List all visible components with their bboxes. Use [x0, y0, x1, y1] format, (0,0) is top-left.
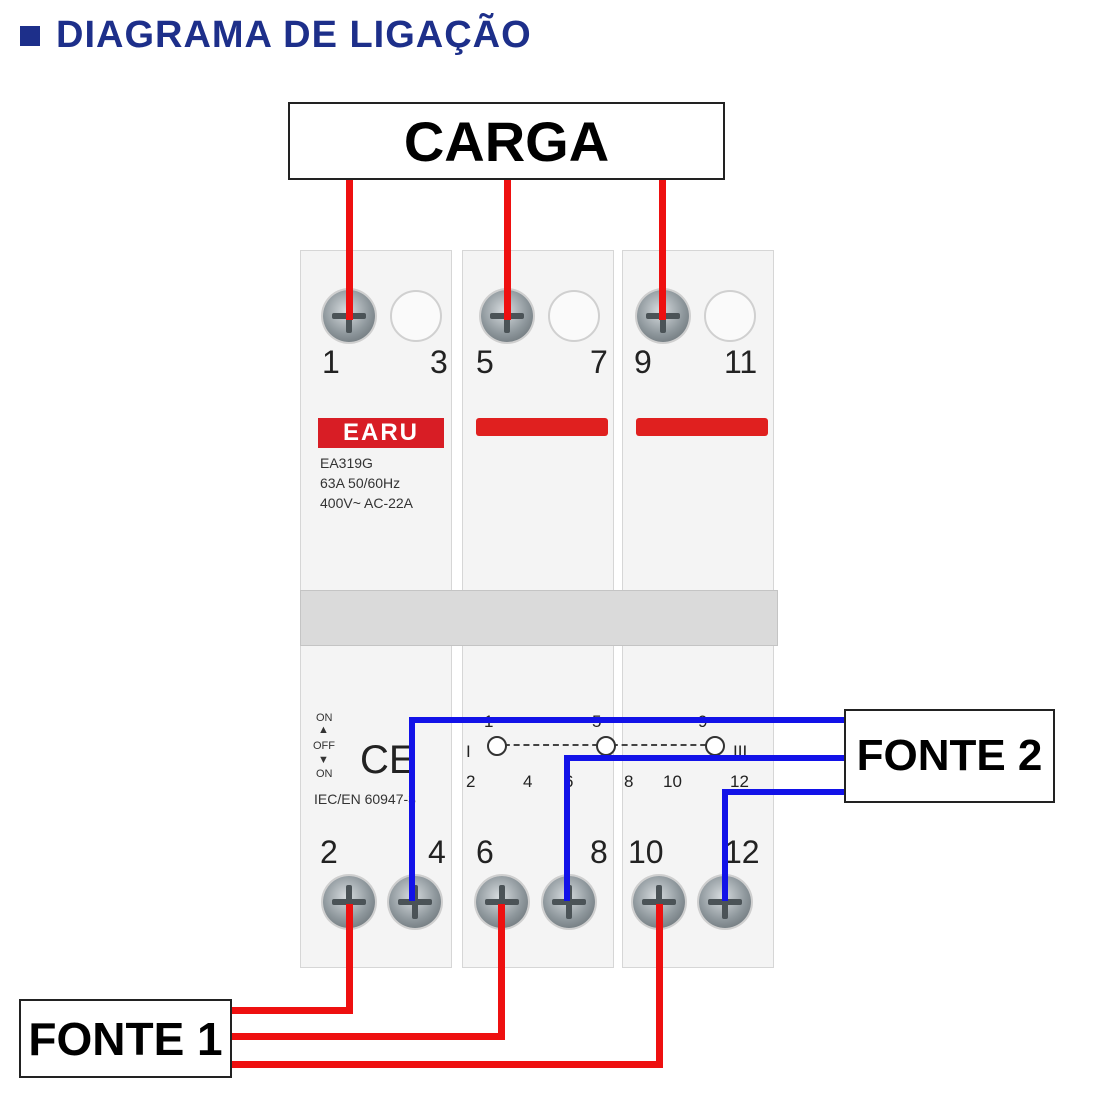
terminal-label-12: 12	[724, 834, 760, 870]
terminal-label-7: 7	[590, 344, 608, 380]
terminal-label-3: 3	[430, 344, 448, 380]
source1-wire-10-vertical	[656, 904, 663, 1068]
schematic-mark-8: 8	[624, 772, 634, 791]
schematic-contact-2	[596, 736, 616, 756]
schematic-mark-10: 10	[663, 772, 682, 791]
rating-text: 63A 50/60Hz	[320, 475, 401, 491]
terminal-hole-7	[548, 290, 600, 342]
off-label: OFF	[313, 740, 335, 752]
load-wire-5	[504, 180, 511, 320]
terminal-label-4: 4	[428, 834, 446, 870]
schematic-mark-4: 4	[523, 772, 533, 791]
page-title: DIAGRAMA DE LIGAÇÃO	[56, 14, 532, 56]
terminal-hole-11	[704, 290, 756, 342]
terminal-label-11: 11	[724, 344, 758, 380]
terminal-label-10: 10	[628, 834, 664, 870]
source1-wire-2-vertical	[346, 904, 353, 1014]
pole-3-red-bar	[636, 418, 768, 436]
brand-logo: EARU	[318, 418, 444, 448]
source2-wire-8-horizontal	[564, 755, 844, 761]
arrow-down-icon: ▼	[318, 754, 329, 766]
source1-wire-6-horizontal	[232, 1033, 505, 1040]
position-I-label: I	[466, 742, 471, 761]
voltage-text: 400V~ AC-22A	[320, 495, 414, 511]
load-wire-1	[346, 180, 353, 320]
schematic-mark-12: 12	[730, 772, 749, 791]
terminal-label-2: 2	[320, 834, 338, 870]
terminal-hole-3	[390, 290, 442, 342]
terminal-label-5: 5	[476, 344, 494, 380]
source2-label: FONTE 2	[844, 709, 1055, 803]
source1-wire-2-horizontal	[232, 1007, 353, 1014]
terminal-label-6: 6	[476, 834, 494, 870]
load-wire-9	[659, 180, 666, 320]
source2-wire-4-horizontal	[409, 717, 844, 723]
source1-label: FONTE 1	[19, 999, 232, 1078]
schematic-contact-1	[487, 736, 507, 756]
header-bullet-icon	[20, 25, 40, 46]
source2-wire-12-vertical	[722, 789, 728, 901]
source1-wire-6-vertical	[498, 904, 505, 1040]
load-label: CARGA	[288, 102, 725, 180]
terminal-label-9: 9	[634, 344, 652, 380]
schematic-contact-3	[705, 736, 725, 756]
source2-wire-8-vertical	[564, 755, 570, 901]
model-text: EA319G	[320, 455, 373, 471]
terminal-label-1: 1	[322, 344, 340, 380]
arrow-up-icon: ▲	[318, 724, 329, 736]
schematic-mark-2: 2	[466, 772, 476, 791]
switch-handle	[300, 590, 778, 646]
header: DIAGRAMA DE LIGAÇÃO	[20, 14, 532, 57]
standard-text: IEC/EN 60947-3	[314, 791, 416, 807]
terminal-screw-2	[323, 876, 375, 928]
on-label: ON	[316, 712, 333, 724]
source1-wire-10-horizontal	[232, 1061, 663, 1068]
terminal-screw-4	[389, 876, 441, 928]
source2-wire-12-horizontal	[722, 789, 844, 795]
pole-2-red-bar	[476, 418, 608, 436]
terminal-label-8: 8	[590, 834, 608, 870]
source2-wire-4-vertical	[409, 717, 415, 901]
on-label-2: ON	[316, 768, 333, 780]
ce-mark: CE	[360, 738, 416, 782]
